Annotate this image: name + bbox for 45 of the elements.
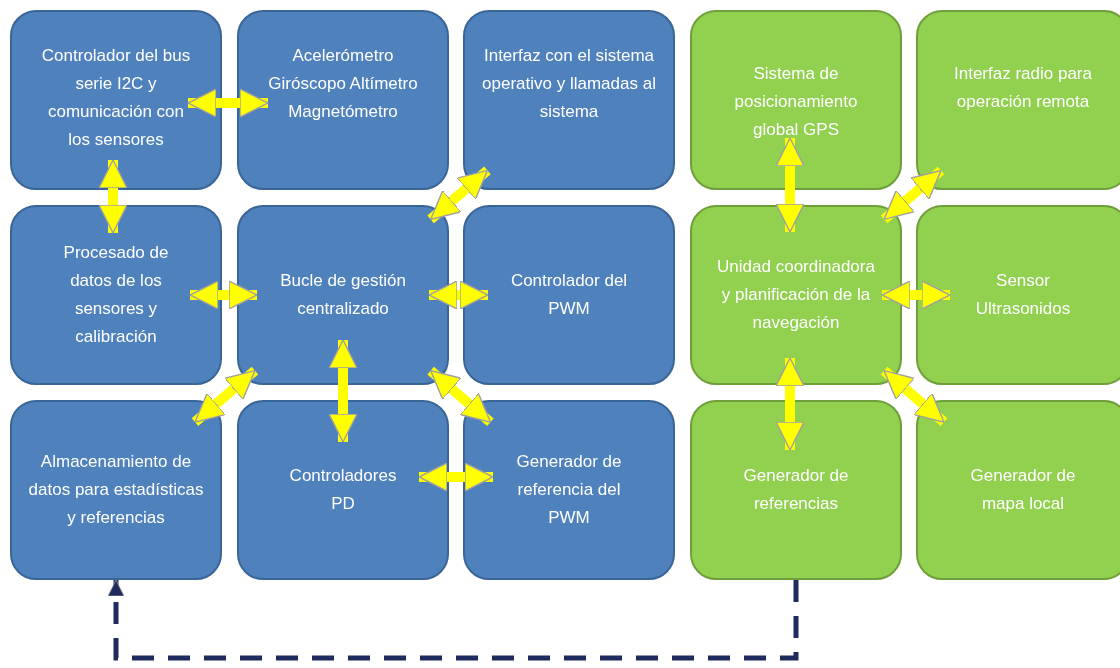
module-label: Controlador del bus serie I2C y comunicación con los sensores [41,45,191,151]
double-arrow [428,280,489,310]
control-module-box [463,400,675,580]
module-label: Bucle de gestión centralizado [279,270,407,320]
control-module-box [237,205,449,385]
control-module-box [10,205,222,385]
navigation-module-box [916,205,1120,385]
module-label: Generador de mapa local [969,465,1077,515]
control-module-box [463,10,675,190]
module-label: Almacenamiento de datos para estadísticas y referencias [27,451,205,529]
double-arrow [881,280,951,310]
module-label: Unidad coordinadora y planificación de la navegación [716,256,876,334]
control-module-box [237,10,449,190]
module-label: Controlador del PWM [509,270,629,320]
navigation-module-box [916,10,1120,190]
control-module-box [237,400,449,580]
double-arrow [427,166,491,224]
module-label: Acelerómetro Giróscopo Altímetro Magnetómetro [268,45,418,123]
double-arrow [775,137,805,233]
navigation-module-box [690,205,902,385]
control-module-box [463,205,675,385]
double-arrow [880,366,948,426]
control-module-box [10,10,222,190]
double-arrow [191,366,259,426]
module-label: Interfaz con el sistema operativo y llamadas al sistema [481,45,657,123]
module-label: Sistema de posicionamiento global GPS [733,63,859,141]
module-label: Generador de referencia del PWM [515,451,623,529]
navigation-module-box [690,400,902,580]
module-label: Procesado de datos de los sensores y calibración [62,242,170,348]
double-arrow [98,159,128,234]
navigation-module-box [690,10,902,190]
module-label: Sensor Ultrasonidos [974,270,1072,320]
double-arrow [418,462,494,492]
dashed-arrow [107,579,799,661]
double-arrow [427,366,494,426]
module-label: Controladores PD [288,465,398,515]
module-label: Interfaz radio para operación remota [953,63,1093,113]
double-arrow [328,339,358,443]
double-arrow [775,357,805,451]
module-label: Generador de referencias [742,465,850,515]
double-arrow [187,88,269,118]
control-module-box [10,400,222,580]
navigation-module-box [916,400,1120,580]
double-arrow [189,280,258,310]
double-arrow [880,166,945,224]
